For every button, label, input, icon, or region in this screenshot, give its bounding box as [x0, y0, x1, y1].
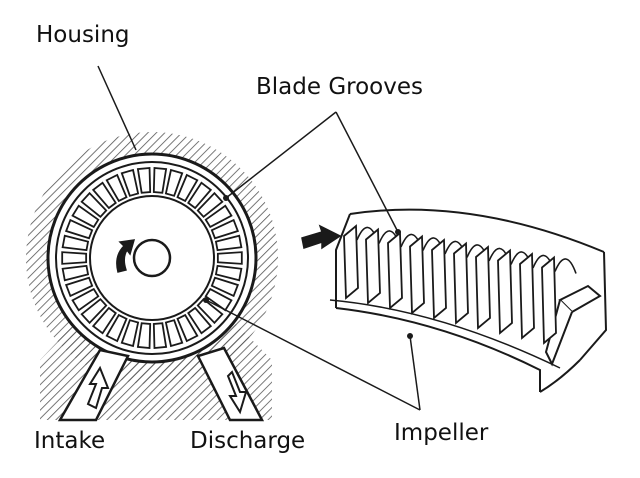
- blade-groove-slot: [196, 297, 224, 325]
- impeller-blade: [409, 234, 425, 315]
- leader-dots: [203, 195, 413, 339]
- intake-arrow-icon: [86, 365, 110, 410]
- blade-groove-slot: [64, 276, 94, 298]
- intake-label: Intake: [34, 428, 106, 454]
- rotation-arrow-icon: [116, 239, 136, 273]
- housing-label: Housing: [36, 22, 130, 48]
- blade-grooves-ring: [61, 167, 243, 349]
- impeller-blade: [541, 255, 557, 345]
- blade-groove-slot: [214, 264, 243, 282]
- blade-groove-slot: [71, 204, 100, 229]
- impeller-label: Impeller: [394, 420, 489, 446]
- blade-groove-slot: [61, 234, 90, 252]
- blade-grooves-label: Blade Grooves: [256, 74, 423, 100]
- blade-groove-slot: [216, 251, 243, 265]
- blade-groove-slot: [204, 204, 233, 229]
- blade-leader-right: [335, 111, 399, 233]
- blade-groove-slot: [136, 167, 152, 194]
- impeller-blade: [343, 224, 359, 300]
- impeller-blade: [387, 231, 403, 310]
- blade-groove-slot: [80, 191, 108, 219]
- discharge-arrow-icon: [226, 370, 248, 415]
- discharge-label: Discharge: [190, 428, 306, 454]
- blade-groove-slot: [136, 322, 152, 349]
- blade-groove-slot: [120, 319, 140, 348]
- blade-groove-slot: [64, 218, 94, 240]
- blade-groove-slot: [61, 264, 90, 282]
- blade-groove-slot: [91, 181, 117, 210]
- flow-arrow-icon: [301, 224, 342, 250]
- blade-groove-slot: [152, 322, 168, 349]
- impeller-blade: [365, 227, 381, 305]
- blade-groove-slot: [91, 306, 117, 335]
- blade-groove-slot: [61, 251, 88, 265]
- impeller-blade: [453, 241, 469, 325]
- blade-groove-slot: [164, 168, 184, 197]
- blade-leader-left: [225, 111, 337, 199]
- impeller-hub: [132, 238, 172, 278]
- impeller-cutaway: [329, 208, 608, 393]
- blade-groove-slot: [176, 173, 199, 203]
- impeller-blades: [343, 224, 577, 345]
- blade-groove-slot: [187, 181, 213, 210]
- blade-groove-slot: [105, 313, 128, 343]
- blade-groove-slot: [71, 287, 100, 312]
- blade-groove-slot: [210, 276, 240, 298]
- housing-leader: [97, 65, 137, 151]
- flow-loop: [554, 258, 577, 274]
- blade-groove-slot: [152, 167, 168, 194]
- impeller-leader-left: [205, 299, 421, 411]
- port-arrows: [86, 365, 248, 415]
- impeller-blade: [475, 245, 491, 330]
- blade-groove-slot: [210, 218, 240, 240]
- blade-groove-slot: [120, 168, 140, 197]
- impeller-leader-right: [409, 335, 421, 411]
- blade-groove-slot: [105, 173, 128, 203]
- impeller-blade: [431, 238, 447, 320]
- groove-inner-rim: [89, 195, 215, 321]
- blade-groove-slot: [164, 319, 184, 348]
- blade-groove-slot: [80, 297, 108, 325]
- impeller-blade: [519, 252, 535, 340]
- blade-groove-slot: [187, 306, 213, 335]
- blade-groove-slot: [196, 191, 224, 219]
- leader-lines: [97, 65, 421, 411]
- blade-groove-slot: [214, 234, 243, 252]
- blade-groove-slot: [176, 313, 199, 343]
- impeller-blade: [497, 248, 513, 335]
